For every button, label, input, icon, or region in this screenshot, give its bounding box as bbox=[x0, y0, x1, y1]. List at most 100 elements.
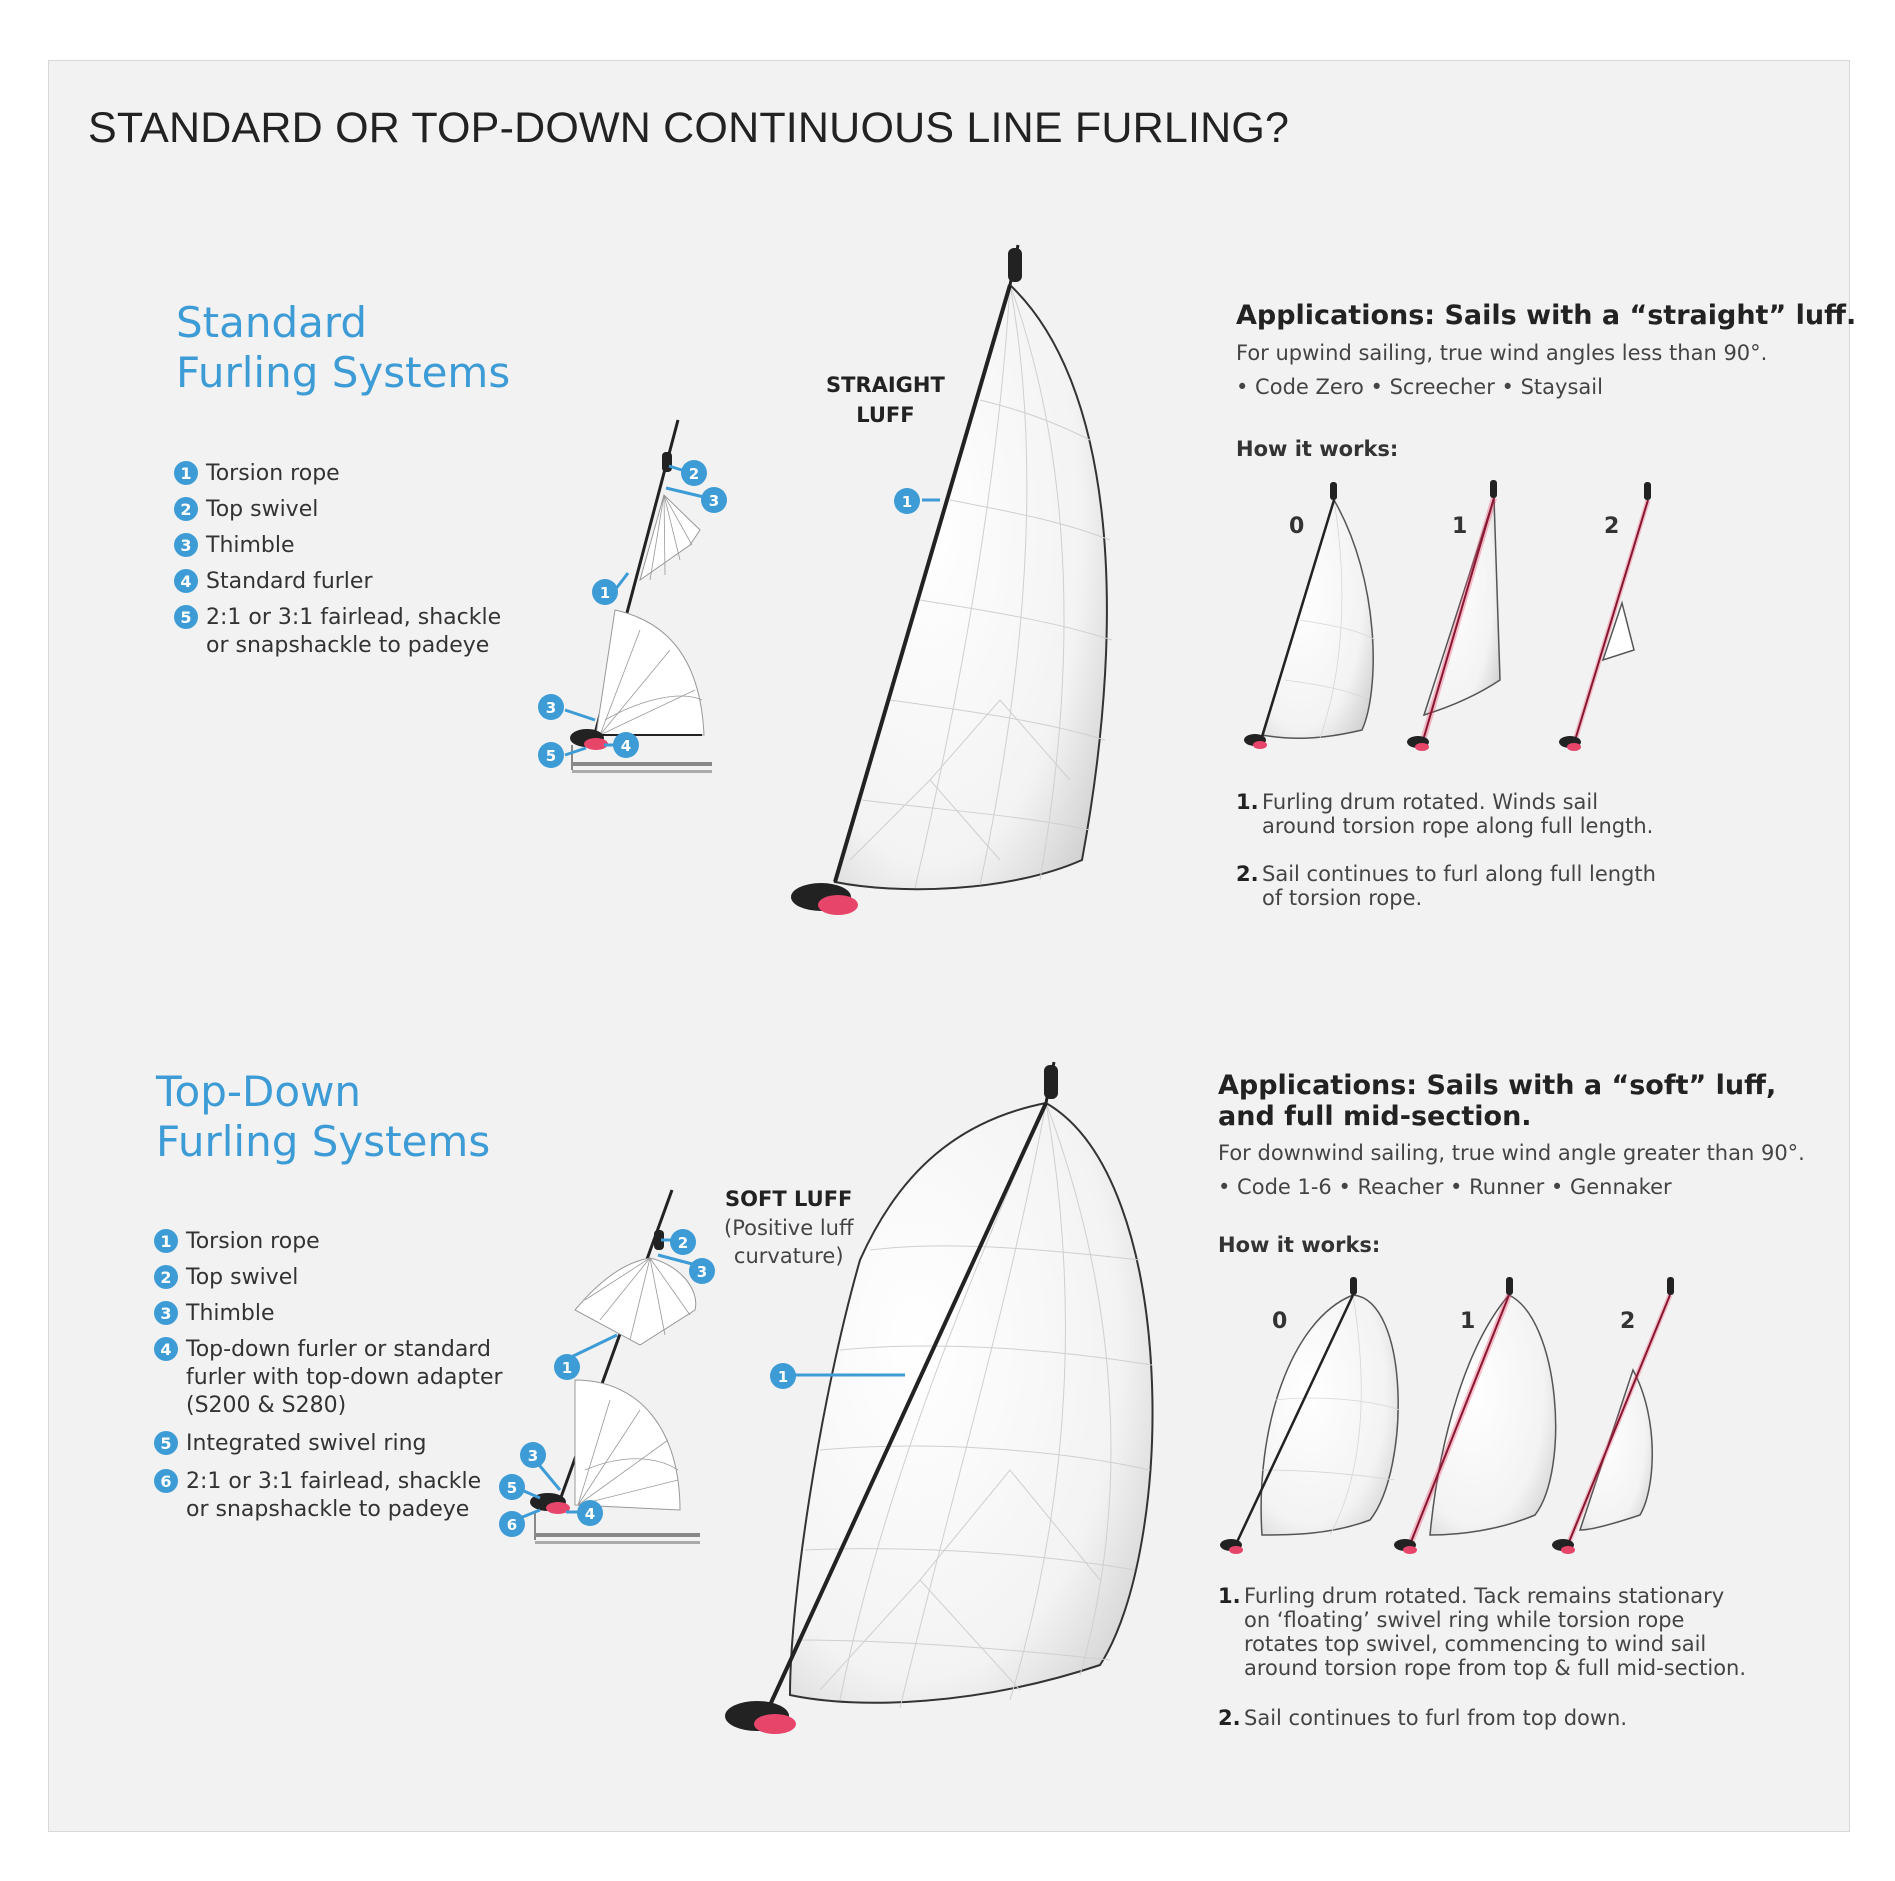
topdown-applications-desc: For downwind sailing, true wind angle gr… bbox=[1218, 1141, 1805, 1165]
svg-text:4: 4 bbox=[621, 737, 631, 755]
topdown-how-title: How it works: bbox=[1218, 1233, 1381, 1257]
legend-number: 5 bbox=[154, 1431, 178, 1455]
legend-item: 5 Integrated swivel ring bbox=[154, 1430, 427, 1458]
legend-text-line: (S200 & S280) bbox=[186, 1393, 347, 1418]
legend-number: 1 bbox=[154, 1229, 178, 1253]
soft-luff-label: SOFT LUFF (Positive luff curvature) bbox=[724, 1184, 853, 1270]
callout-3: 3 bbox=[689, 1258, 715, 1284]
legend-item: 6 2:1 or 3:1 fairlead, shackle or snapsh… bbox=[154, 1468, 481, 1524]
step-text-line: on ‘floating’ swivel ring while torsion … bbox=[1244, 1608, 1685, 1632]
topdown-large-sail bbox=[725, 1061, 1154, 1734]
callout-3: 3 bbox=[701, 487, 727, 513]
legend-text: 2:1 or 3:1 fairlead, shackle or snapshac… bbox=[186, 1468, 481, 1524]
callout-3: 3 bbox=[538, 694, 564, 720]
legend-item: 3 Thimble bbox=[174, 532, 295, 560]
legend-item: 4 Top-down furler or standard furler wit… bbox=[154, 1336, 503, 1420]
topdown-applications-title: Applications: Sails with a “soft” luff, … bbox=[1218, 1070, 1776, 1132]
callout-1: 1 bbox=[592, 579, 618, 605]
luff-label-line: LUFF bbox=[856, 403, 915, 427]
frame-label: 0 bbox=[1289, 514, 1305, 539]
step-text-line: around torsion rope along full length. bbox=[1262, 814, 1654, 838]
legend-text-line: or snapshackle to padeye bbox=[186, 1497, 470, 1522]
legend-text-line: furler with top-down adapter bbox=[186, 1365, 503, 1390]
standard-detail bbox=[564, 419, 712, 773]
page-title: STANDARD OR TOP-DOWN CONTINUOUS LINE FUR… bbox=[88, 104, 1290, 152]
legend-number: 5 bbox=[174, 605, 198, 629]
legend-number: 4 bbox=[174, 569, 198, 593]
topdown-section-title: Top-Down Furling Systems bbox=[156, 1067, 490, 1167]
legend-item: 1 Torsion rope bbox=[174, 460, 340, 488]
legend-item: 4 Standard furler bbox=[174, 568, 373, 596]
legend-item: 2 Top swivel bbox=[154, 1264, 298, 1292]
svg-text:2: 2 bbox=[689, 465, 699, 483]
step-text-line: Sail continues to furl from top down. bbox=[1244, 1706, 1628, 1730]
frame-label: 2 bbox=[1620, 1309, 1636, 1334]
legend-text: 2:1 or 3:1 fairlead, shackle or snapshac… bbox=[206, 604, 501, 660]
standard-callouts: 1 2 3 1 3 4 5 bbox=[538, 460, 920, 768]
callout-2: 2 bbox=[670, 1229, 696, 1255]
svg-text:3: 3 bbox=[528, 1447, 538, 1465]
topdown-frames bbox=[1220, 1277, 1674, 1554]
callout-1: 1 bbox=[770, 1363, 796, 1389]
topdown-detail bbox=[509, 1189, 700, 1544]
step-text-line: Furling drum rotated. Winds sail bbox=[1262, 790, 1599, 814]
legend-text: Thimble bbox=[206, 533, 295, 558]
callout-1: 1 bbox=[554, 1354, 580, 1380]
legend-number: 3 bbox=[174, 533, 198, 557]
luff-label-line: curvature) bbox=[733, 1244, 844, 1268]
standard-applications-desc: For upwind sailing, true wind angles les… bbox=[1236, 341, 1768, 365]
step-text-line: Sail continues to furl along full length bbox=[1262, 862, 1656, 886]
standard-applications-title: Applications: Sails with a “straight” lu… bbox=[1236, 300, 1857, 331]
svg-text:3: 3 bbox=[546, 699, 556, 717]
callout-3: 3 bbox=[520, 1442, 546, 1468]
step-text-line: Furling drum rotated. Tack remains stati… bbox=[1244, 1584, 1725, 1608]
title-line: Furling Systems bbox=[176, 348, 511, 397]
callout-4: 4 bbox=[613, 732, 639, 758]
luff-label-line: SOFT LUFF bbox=[725, 1187, 853, 1211]
callout-5: 5 bbox=[499, 1474, 525, 1500]
legend-text: Torsion rope bbox=[186, 1229, 320, 1254]
legend-text: Top swivel bbox=[206, 497, 319, 522]
step-text-line: of torsion rope. bbox=[1262, 886, 1423, 910]
standard-how-title: How it works: bbox=[1236, 437, 1399, 461]
step-number: 2. bbox=[1236, 862, 1259, 886]
frame-label: 0 bbox=[1272, 1309, 1288, 1334]
legend-text-line: or snapshackle to padeye bbox=[206, 633, 490, 658]
svg-text:5: 5 bbox=[546, 747, 556, 765]
callout-1: 1 bbox=[894, 488, 920, 514]
legend-text-line: 2:1 or 3:1 fairlead, shackle bbox=[206, 605, 502, 630]
applications-title-line: Applications: Sails with a “soft” luff, bbox=[1218, 1070, 1777, 1101]
frame-label: 1 bbox=[1452, 514, 1468, 539]
luff-label-line: (Positive luff bbox=[724, 1216, 854, 1240]
standard-section-title: Standard Furling Systems bbox=[176, 298, 510, 398]
title-line: Top-Down bbox=[156, 1067, 362, 1116]
legend-number: 6 bbox=[154, 1469, 178, 1493]
topdown-callouts: 1 2 3 1 3 5 4 6 bbox=[499, 1229, 796, 1537]
legend-item: 2 Top swivel bbox=[174, 496, 318, 524]
standard-applications-list: • Code Zero • Screecher • Staysail bbox=[1236, 375, 1603, 399]
svg-text:4: 4 bbox=[585, 1505, 595, 1523]
legend-item: 5 2:1 or 3:1 fairlead, shackle or snapsh… bbox=[174, 604, 501, 660]
callout-5: 5 bbox=[538, 742, 564, 768]
callout-6: 6 bbox=[499, 1511, 525, 1537]
legend-text: Top-down furler or standard furler with … bbox=[186, 1336, 503, 1420]
svg-text:1: 1 bbox=[778, 1368, 788, 1386]
legend-text: Standard furler bbox=[206, 569, 373, 594]
legend-number: 3 bbox=[154, 1301, 178, 1325]
legend-number: 2 bbox=[154, 1265, 178, 1289]
svg-text:5: 5 bbox=[507, 1479, 517, 1497]
topdown-step: 1.Furling drum rotated. Tack remains sta… bbox=[1218, 1584, 1746, 1680]
legend-number: 1 bbox=[174, 461, 198, 485]
svg-text:1: 1 bbox=[562, 1359, 572, 1377]
svg-text:6: 6 bbox=[507, 1516, 517, 1534]
frame-label: 2 bbox=[1604, 514, 1620, 539]
svg-text:3: 3 bbox=[697, 1263, 707, 1281]
legend-text: Thimble bbox=[186, 1301, 275, 1326]
step-number: 1. bbox=[1218, 1584, 1241, 1608]
topdown-legend: 1 Torsion rope 2 Top swivel 3 Thimble 4 … bbox=[154, 1228, 503, 1528]
luff-label-line: STRAIGHT bbox=[826, 373, 945, 397]
step-text-line: rotates top swivel, commencing to wind s… bbox=[1244, 1632, 1707, 1656]
step-number: 2. bbox=[1218, 1706, 1241, 1730]
applications-title-line: and full mid-section. bbox=[1218, 1101, 1532, 1132]
